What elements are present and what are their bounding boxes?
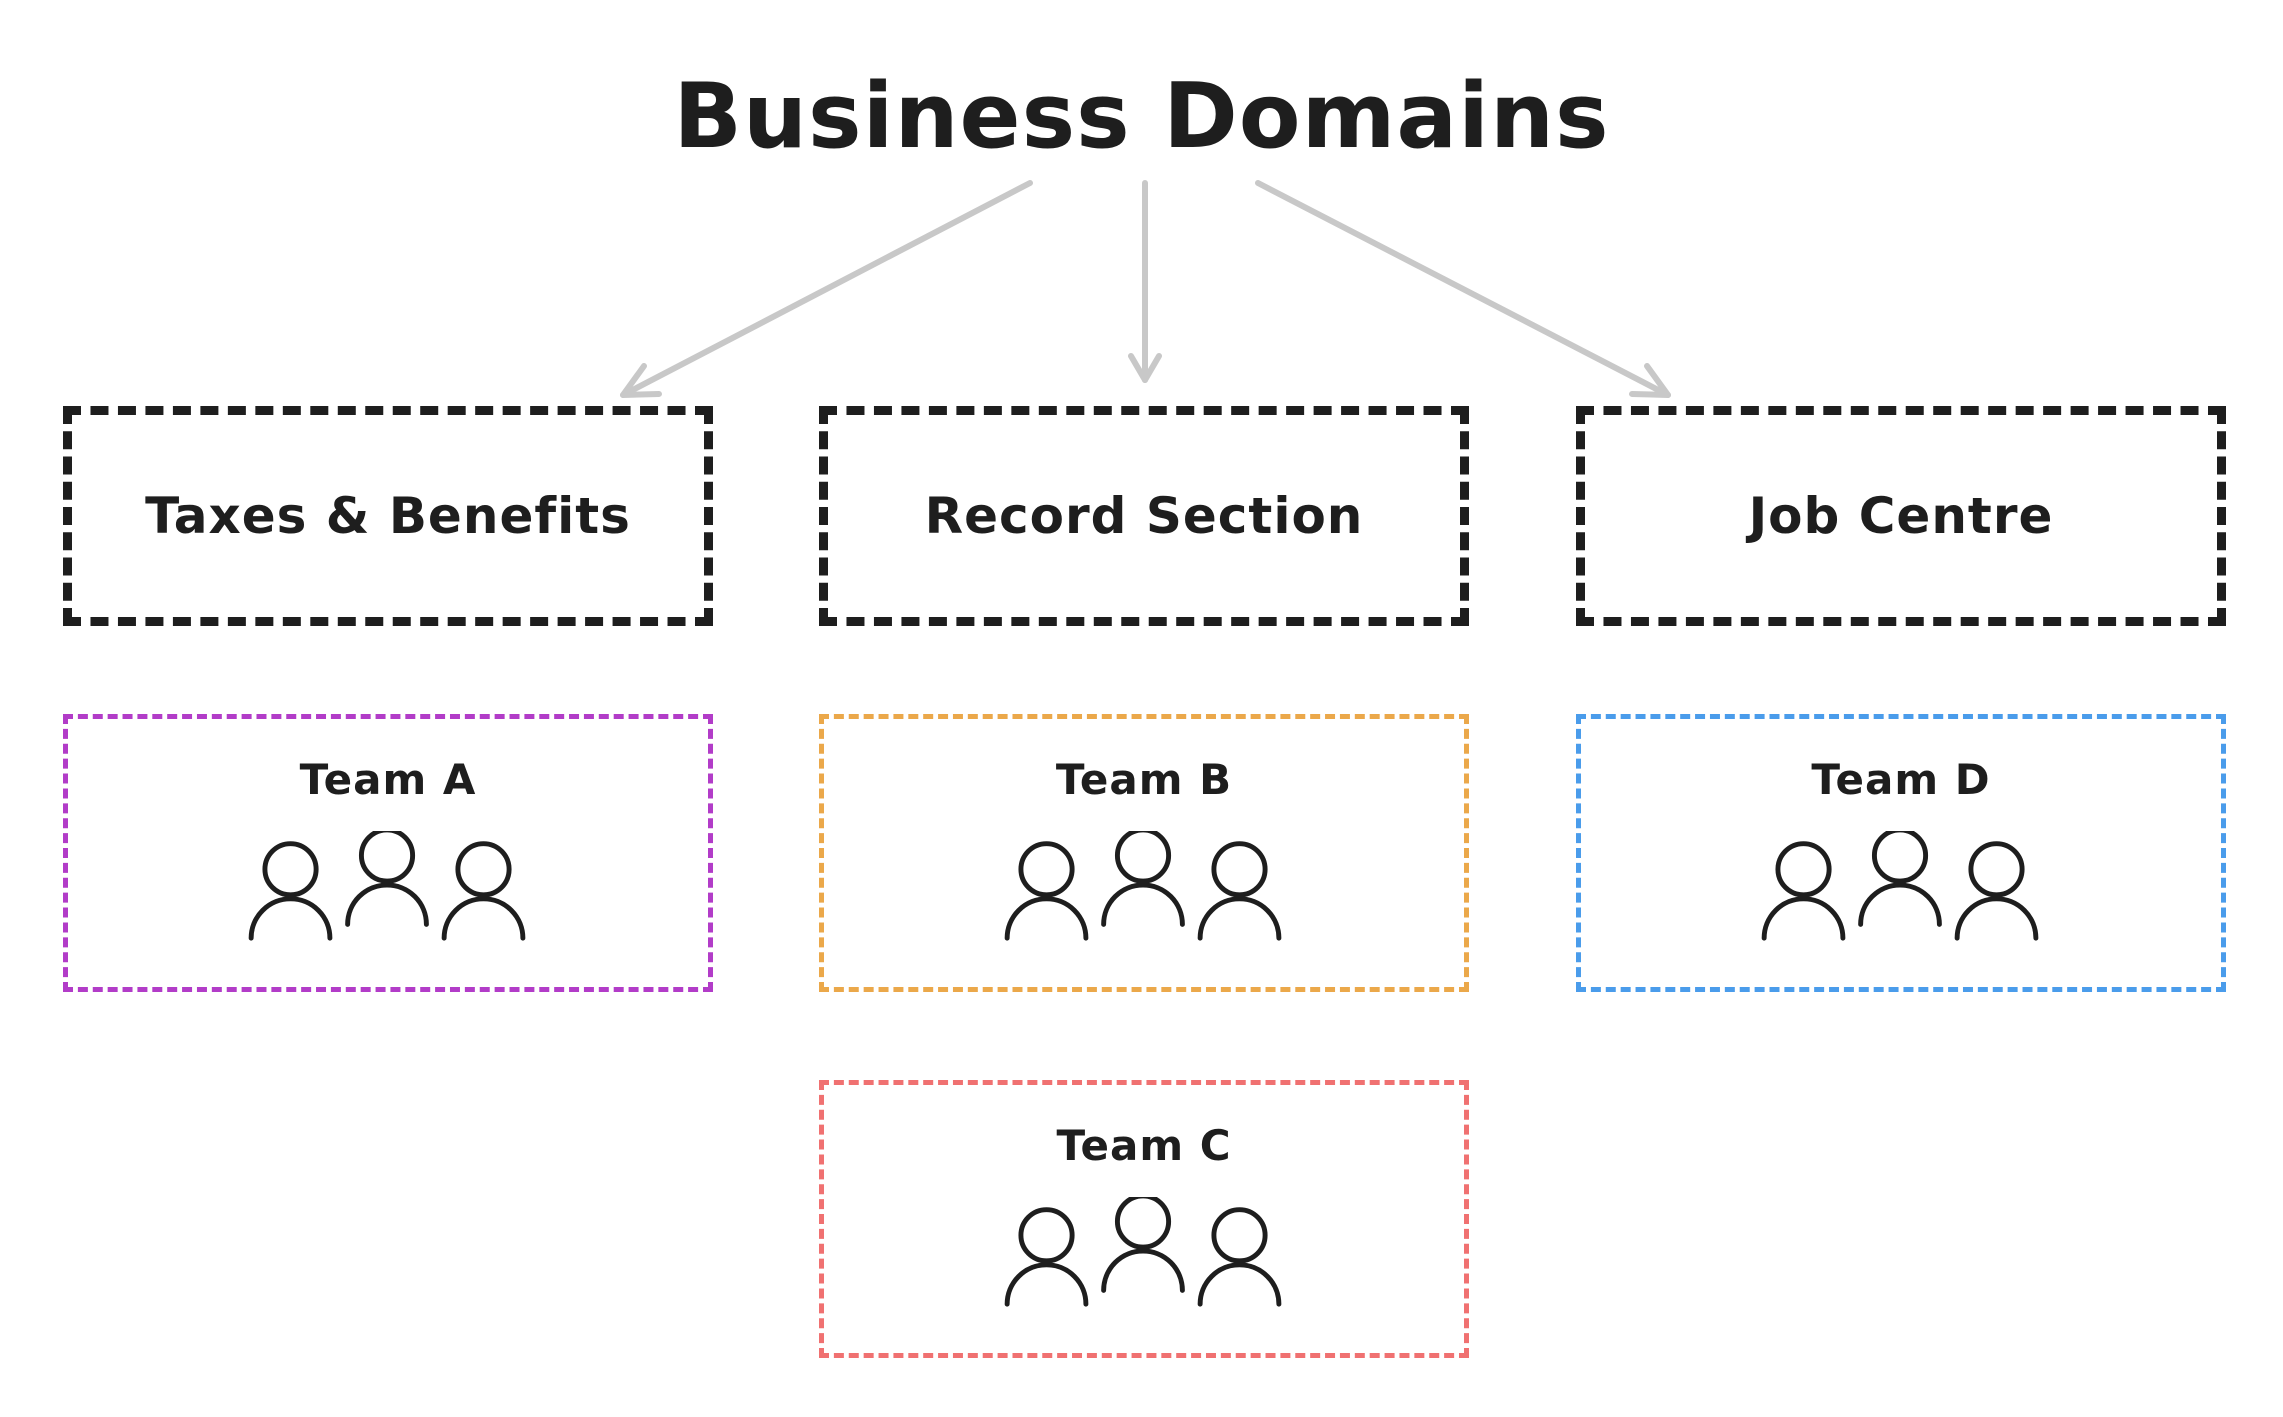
domain-record-section[interactable]: Record Section bbox=[819, 406, 1469, 626]
diagram-title: Business Domains bbox=[673, 64, 1610, 169]
arrow-to-record-section bbox=[1128, 180, 1162, 383]
team-b-box[interactable]: Team B bbox=[819, 714, 1469, 992]
team-d-box[interactable]: Team D bbox=[1576, 714, 2226, 992]
people-group-icon bbox=[1761, 831, 2039, 941]
people-group-icon bbox=[1004, 1197, 1282, 1307]
team-label: Team C bbox=[1056, 1121, 1232, 1170]
domain-taxes-benefits[interactable]: Taxes & Benefits bbox=[63, 406, 713, 626]
people-group-icon bbox=[248, 831, 526, 941]
domain-label: Record Section bbox=[924, 487, 1364, 545]
arrow-to-taxes-benefits bbox=[620, 180, 1033, 398]
team-c-box[interactable]: Team C bbox=[819, 1080, 1469, 1358]
team-a-box[interactable]: Team A bbox=[63, 714, 713, 992]
arrow-to-job-centre bbox=[1255, 180, 1671, 398]
team-label: Team A bbox=[299, 755, 477, 804]
domain-label: Job Centre bbox=[1748, 487, 2054, 545]
domain-label: Taxes & Benefits bbox=[145, 487, 631, 545]
domain-job-centre[interactable]: Job Centre bbox=[1576, 406, 2226, 626]
team-label: Team D bbox=[1811, 755, 1991, 804]
team-label: Team B bbox=[1055, 755, 1233, 804]
people-group-icon bbox=[1004, 831, 1282, 941]
